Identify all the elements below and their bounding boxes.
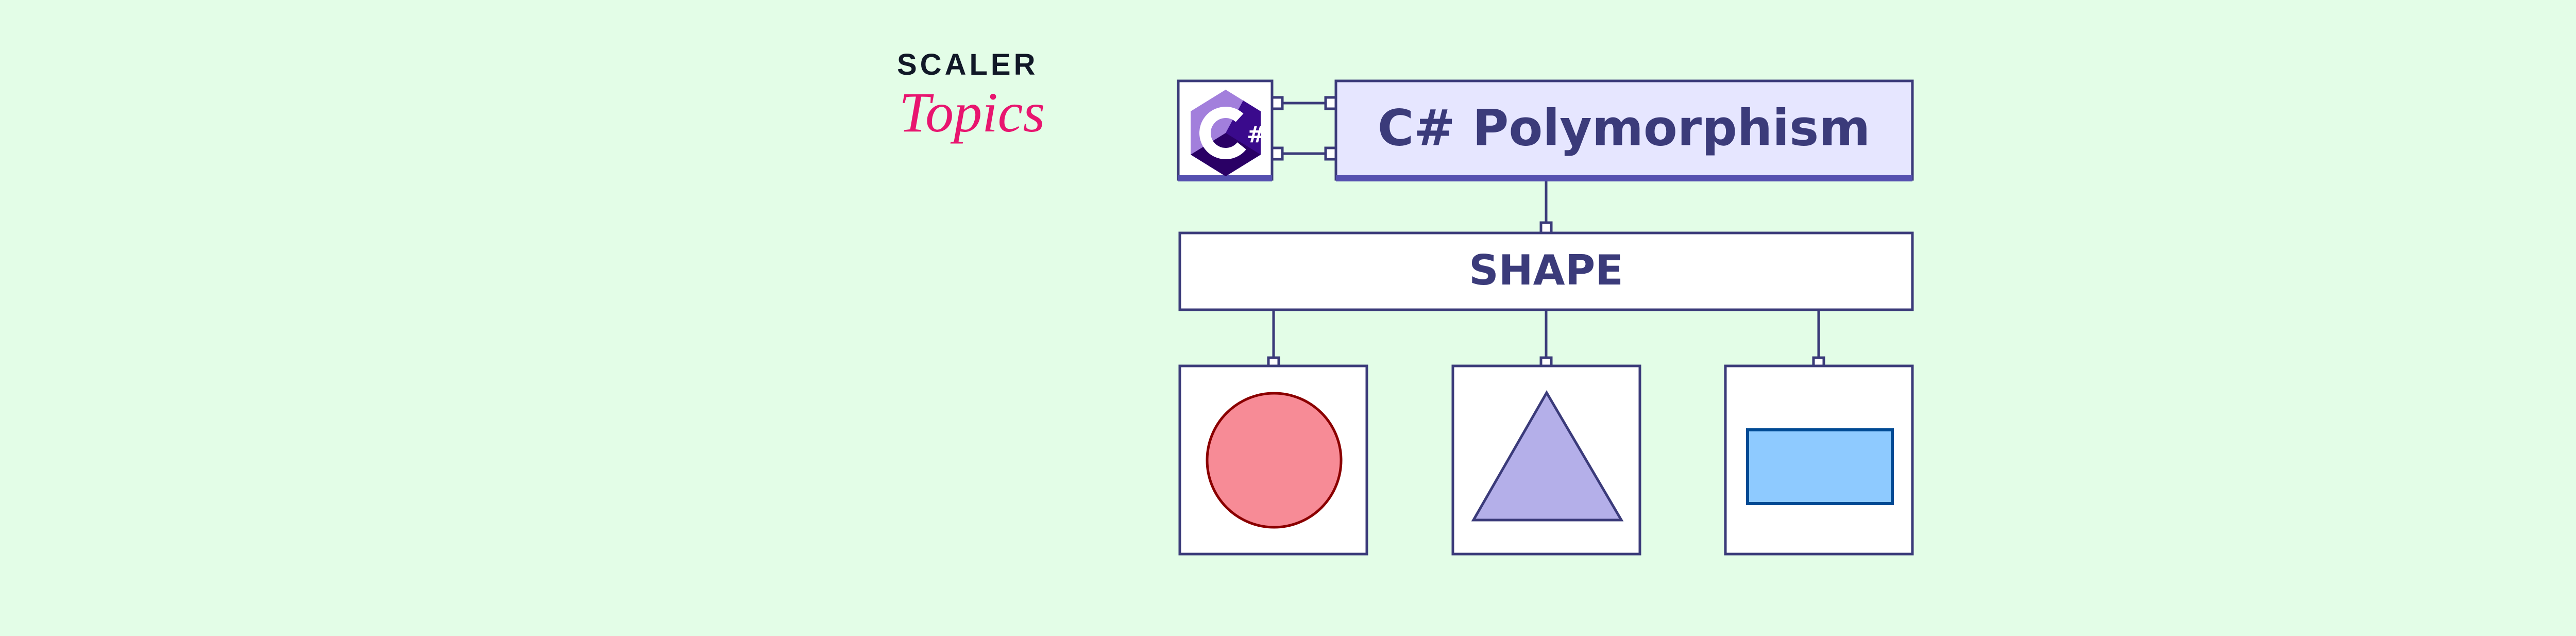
logo-brand: SCALER [897, 48, 1038, 81]
csharp-logo-icon: # [1191, 90, 1266, 176]
child-connectors [1267, 310, 1825, 371]
rectangle-shape [1746, 428, 1894, 505]
title-box: C# Polymorphism [1334, 79, 1914, 181]
circle-shape [1206, 392, 1343, 529]
base-class-box: SHAPE [1178, 231, 1914, 311]
page-title: C# Polymorphism [1378, 99, 1871, 157]
scaler-topics-logo: SCALER Topics [897, 48, 1045, 144]
logo-sub: Topics [899, 81, 1045, 144]
icon-connectors [1270, 96, 1337, 161]
csharp-icon-box: # [1177, 79, 1274, 181]
base-class-label: SHAPE [1469, 246, 1623, 294]
triangle-shape [1471, 390, 1624, 522]
title-shape-connector [1539, 181, 1553, 236]
csharp-hash: # [1247, 122, 1266, 148]
